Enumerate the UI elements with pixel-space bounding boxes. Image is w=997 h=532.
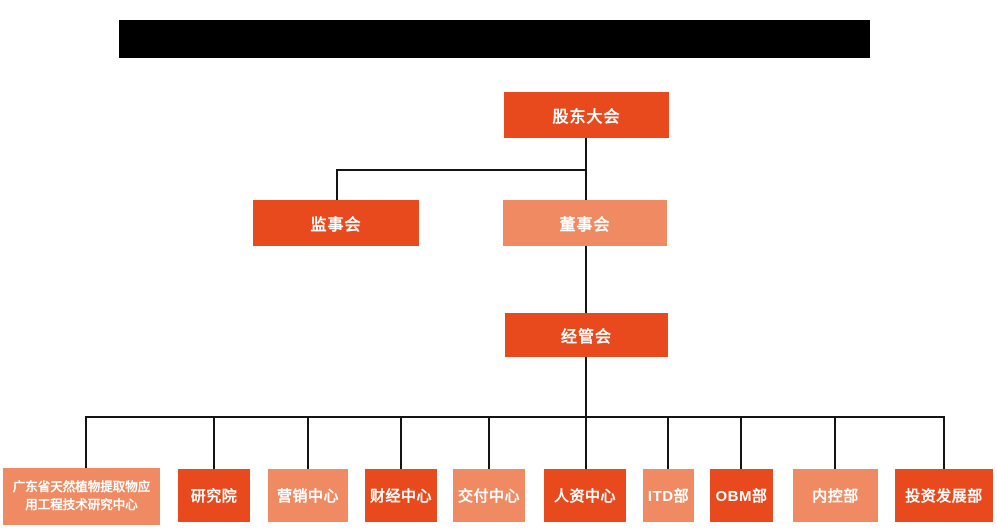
connector-drop-research-institute — [213, 416, 215, 469]
connector-drop-marketing-center — [307, 416, 309, 469]
connector-drop-gd-research-center — [85, 416, 87, 469]
connector-drop-internal-control — [834, 416, 836, 469]
org-node-research-institute: 研究院 — [178, 469, 250, 522]
org-node-label: 监事会 — [310, 217, 362, 234]
connector-supervisory-drop — [336, 169, 338, 200]
org-node-delivery-center: 交付中心 — [453, 469, 525, 522]
org-node-label: ITD部 — [647, 488, 690, 505]
org-node-management-committee: 经管会 — [505, 313, 668, 357]
org-node-obm-dept: OBM部 — [710, 469, 773, 522]
org-node-label: 交付中心 — [457, 488, 520, 505]
connector-branch-horizontal — [336, 169, 587, 171]
org-node-finance-center: 财经中心 — [365, 469, 437, 522]
connector-drop-finance-center — [400, 416, 402, 469]
org-node-label: OBM部 — [715, 488, 768, 505]
org-node-shareholders-meeting: 股东大会 — [504, 92, 669, 138]
connector-drop-obm-dept — [740, 416, 742, 469]
connector-board-to-management — [585, 246, 587, 313]
org-node-label: 经管会 — [560, 329, 612, 346]
org-node-supervisory-board: 监事会 — [253, 200, 419, 246]
org-node-internal-control-dept: 内控部 — [793, 469, 878, 522]
org-node-gd-plant-extract-research-center: 广东省天然植物提取物应用工程技术研究中心 — [3, 468, 160, 525]
connector-drop-delivery-center — [488, 416, 490, 469]
org-node-label: 董事会 — [559, 217, 611, 234]
connector-drop-itd-dept — [667, 416, 669, 469]
redacted-title-bar — [119, 20, 870, 58]
org-node-label: 营销中心 — [276, 488, 339, 505]
connector-drop-investment-dev — [943, 416, 945, 469]
org-node-hr-center: 人资中心 — [544, 469, 626, 522]
org-node-investment-development-dept: 投资发展部 — [895, 469, 993, 522]
org-node-board-of-directors: 董事会 — [503, 200, 667, 246]
org-node-label: 投资发展部 — [905, 488, 983, 505]
org-node-itd-dept: ITD部 — [643, 469, 694, 522]
org-node-label: 内控部 — [812, 488, 859, 505]
org-node-label: 广东省天然植物提取物应用工程技术研究中心 — [12, 480, 151, 512]
org-node-label: 研究院 — [190, 488, 238, 505]
connector-management-to-bus — [585, 357, 587, 469]
org-node-marketing-center: 营销中心 — [268, 469, 348, 522]
org-node-label: 股东大会 — [552, 109, 621, 126]
org-node-label: 人资中心 — [553, 488, 616, 505]
org-node-label: 财经中心 — [369, 488, 432, 505]
connector-department-bus — [85, 416, 945, 418]
